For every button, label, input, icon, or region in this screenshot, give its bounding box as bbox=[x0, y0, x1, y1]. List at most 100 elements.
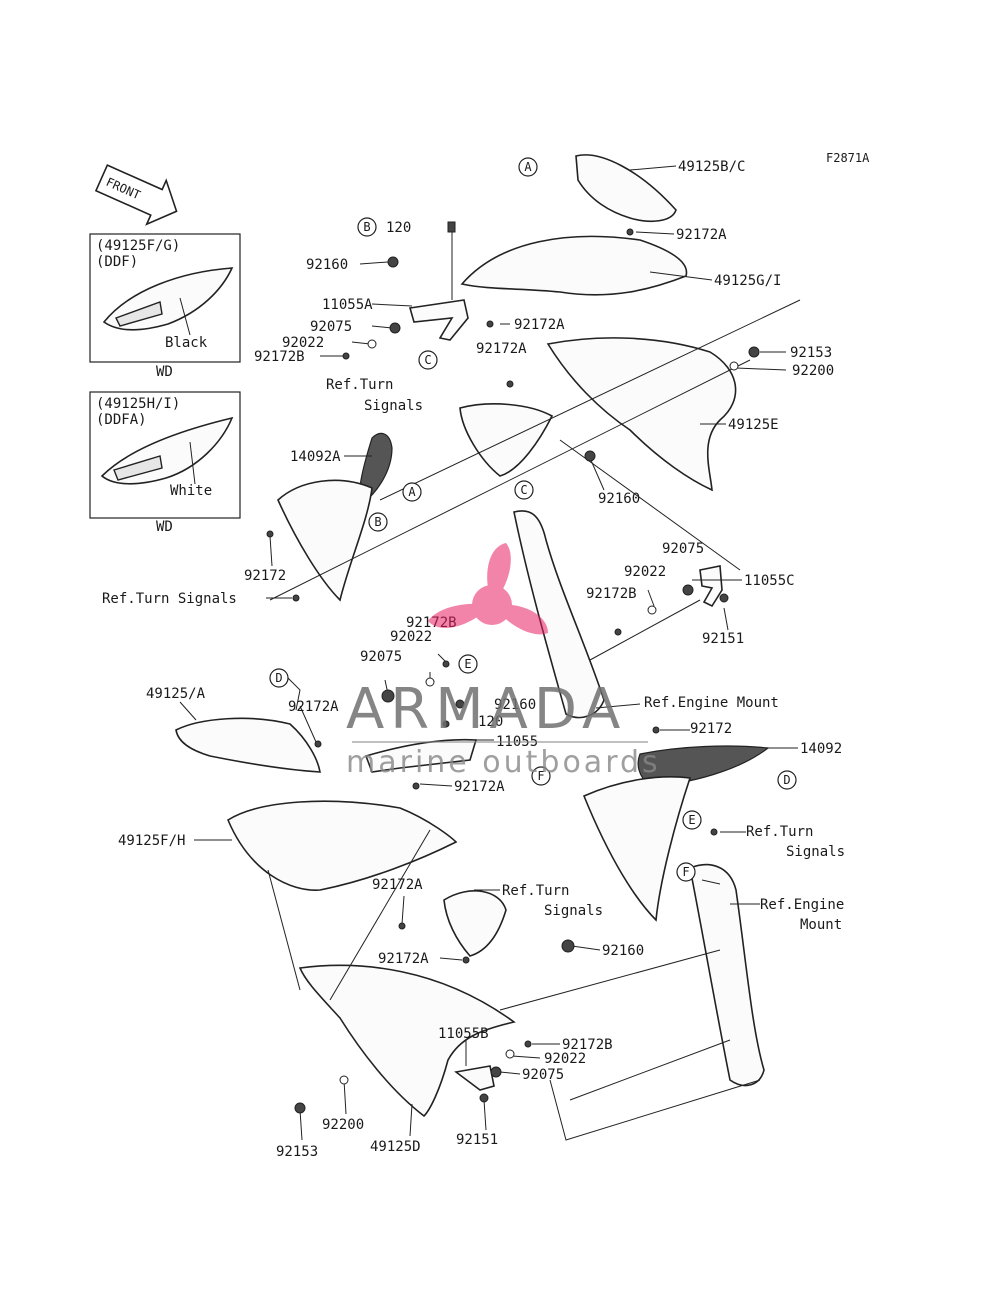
part-label: Signals bbox=[544, 903, 603, 919]
inset-codes: (49125H/I) bbox=[96, 396, 180, 412]
part-label: 120 bbox=[478, 714, 503, 730]
washer-icon bbox=[389, 322, 401, 334]
part-label: 92160 bbox=[602, 943, 644, 959]
bolt-icon bbox=[342, 352, 350, 360]
inset-model: (DDFA) bbox=[96, 412, 147, 428]
part-label: 49125E bbox=[728, 417, 779, 433]
washer-icon bbox=[425, 677, 435, 687]
part-label: 49125/A bbox=[146, 686, 206, 702]
callout-circle: A bbox=[402, 482, 422, 502]
diagram-code: F2871A bbox=[826, 151, 870, 165]
part-label: 92172 bbox=[690, 721, 732, 737]
washer-icon bbox=[339, 1075, 349, 1085]
part-label: 92022 bbox=[624, 564, 666, 580]
part-label: 92075 bbox=[522, 1067, 564, 1083]
part-label: 92172 bbox=[244, 568, 286, 584]
bolt-icon bbox=[506, 380, 514, 388]
washer-icon bbox=[682, 584, 694, 596]
part-label: Ref.Turn bbox=[326, 377, 393, 393]
part-label: 92075 bbox=[662, 541, 704, 557]
leader-lines bbox=[179, 165, 801, 1141]
callout-circle: A bbox=[518, 157, 538, 177]
callout-letter: F bbox=[682, 865, 689, 879]
part-label: 49125G/I bbox=[714, 273, 781, 289]
bolt-icon bbox=[442, 720, 450, 728]
bolt-icon bbox=[412, 782, 420, 790]
part-label: 120 bbox=[386, 220, 411, 236]
part-label: Ref.Turn Signals bbox=[102, 591, 237, 607]
bolt-icon bbox=[652, 726, 660, 734]
bolt-icon bbox=[486, 320, 494, 328]
callout-letter: C bbox=[424, 353, 431, 367]
bolt-icon bbox=[462, 956, 470, 964]
callout-circle: F bbox=[531, 766, 551, 786]
inset-variant-white: (49125H/I) (DDFA) White WD bbox=[89, 391, 241, 535]
part-label: 92172A bbox=[372, 877, 423, 893]
callout-letter: B bbox=[374, 515, 381, 529]
callout-circle: F bbox=[676, 862, 696, 882]
bolt-icon bbox=[447, 221, 456, 233]
part-label: 92075 bbox=[360, 649, 402, 665]
callout-circle: B bbox=[368, 512, 388, 532]
bolt-icon bbox=[294, 1102, 306, 1114]
part-label: 92151 bbox=[456, 1132, 498, 1148]
part-label: Signals bbox=[364, 398, 423, 414]
part-label: 92022 bbox=[544, 1051, 586, 1067]
part-label: 92200 bbox=[322, 1117, 364, 1133]
callout-letter: B bbox=[363, 220, 370, 234]
part-label: 14092A bbox=[290, 449, 341, 465]
inset-color: Black bbox=[165, 335, 208, 351]
callout-letter: E bbox=[688, 813, 695, 827]
washer-icon bbox=[729, 361, 739, 371]
part-label: 92172B bbox=[586, 586, 637, 602]
inset-codes: (49125F/G) bbox=[96, 238, 180, 254]
washer-icon bbox=[381, 689, 395, 703]
bolt-icon bbox=[314, 740, 322, 748]
part-label: 92172A bbox=[476, 341, 527, 357]
part-label: 11055B bbox=[438, 1026, 489, 1042]
propeller-logo-icon bbox=[428, 543, 548, 635]
part-label: 14092 bbox=[800, 741, 842, 757]
part-label: 92172A bbox=[378, 951, 429, 967]
part-label: 92172B bbox=[562, 1037, 613, 1053]
part-label: 92160 bbox=[494, 697, 536, 713]
washer-icon bbox=[647, 605, 657, 615]
watermark-brand: ARMADA bbox=[346, 677, 626, 742]
nut-icon bbox=[387, 256, 399, 268]
bolt-icon bbox=[292, 594, 300, 602]
part-label: 92172A bbox=[514, 317, 565, 333]
callout-letter: A bbox=[408, 485, 416, 499]
callout-circle: E bbox=[458, 654, 478, 674]
watermark-tagline: marine outboards bbox=[346, 745, 661, 780]
callout-circle: B bbox=[357, 217, 377, 237]
inset-model: (DDF) bbox=[96, 254, 138, 270]
part-label: 92075 bbox=[310, 319, 352, 335]
callout-letter: F bbox=[537, 769, 544, 783]
inset-tag: WD bbox=[156, 364, 173, 380]
bolt-icon bbox=[614, 628, 622, 636]
callout-letter: D bbox=[275, 671, 282, 685]
part-label: 92200 bbox=[792, 363, 834, 379]
part-label: Mount bbox=[800, 917, 842, 933]
washer-icon bbox=[367, 339, 377, 349]
callout-letters: A A B B C C D D E E F F bbox=[269, 157, 797, 882]
bolt-icon bbox=[479, 1093, 489, 1103]
part-labels: 49125B/C 92172A 49125G/I 120 92160 11055… bbox=[102, 159, 845, 1160]
part-label: 49125D bbox=[370, 1139, 421, 1155]
callout-circle: C bbox=[514, 480, 534, 500]
washer-icon bbox=[505, 1049, 515, 1059]
callout-letter: D bbox=[783, 773, 790, 787]
washer-icon bbox=[490, 1066, 502, 1078]
callout-circle: E bbox=[682, 810, 702, 830]
fasteners bbox=[266, 221, 760, 1114]
part-shapes bbox=[175, 154, 770, 1118]
bolt-icon bbox=[524, 1040, 532, 1048]
part-label: 11055C bbox=[744, 573, 795, 589]
inset-color: White bbox=[170, 483, 212, 499]
bolt-icon bbox=[748, 346, 760, 358]
bolt-icon bbox=[710, 828, 718, 836]
part-label: Ref.Turn bbox=[502, 883, 569, 899]
part-label: 92172A bbox=[454, 779, 505, 795]
bolt-icon bbox=[442, 660, 450, 668]
part-label: 92172B bbox=[254, 349, 305, 365]
